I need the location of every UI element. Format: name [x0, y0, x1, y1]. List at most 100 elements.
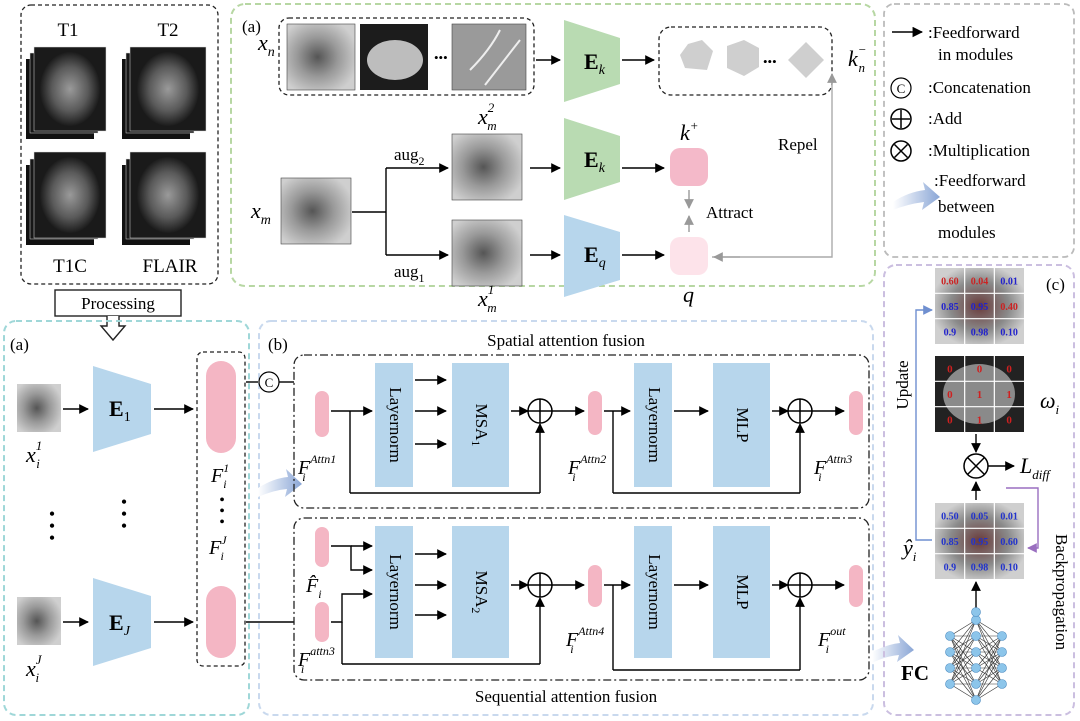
spatial-fusion-frame	[293, 354, 870, 509]
top-grid-cell: 0.95	[971, 302, 989, 313]
x-n-label: xn	[257, 30, 275, 60]
concat-node-letter: C	[265, 375, 274, 390]
negative-patch-1	[286, 23, 356, 91]
input-patch-j	[17, 597, 61, 645]
legend-frame	[883, 3, 1075, 258]
encoder-j	[93, 578, 151, 666]
bottom-grid-cell: 0.01	[1000, 512, 1018, 523]
L-diff-label: Ldiff	[1019, 453, 1052, 482]
fc-label: FC	[901, 661, 929, 685]
fc-neuron	[945, 631, 955, 641]
mlp-2-label: MLP	[733, 575, 752, 610]
msa-2	[452, 526, 509, 658]
bottom-grid-cell: 0.85	[941, 537, 959, 548]
top-grid-cell: 0.98	[971, 327, 989, 338]
fusion-panel-label: (b)	[268, 335, 288, 354]
fusion-panel: (b) Spatial attention fusion Sequential …	[246, 320, 914, 716]
concat-icon-letter: C	[897, 81, 906, 96]
fc-neuron	[945, 647, 955, 657]
aug2-label: aug2	[394, 145, 425, 168]
flair-label: FLAIR	[143, 256, 198, 277]
top-grid-cell: 0.01	[1000, 277, 1018, 288]
positive-key-box	[670, 148, 708, 186]
dots-2a: •	[121, 492, 127, 512]
fc-neuron	[971, 631, 981, 641]
top-grid-heatmap	[935, 268, 1024, 344]
negative-key-diamond	[788, 42, 824, 78]
encoder-q	[564, 215, 620, 297]
fc-neuron	[997, 663, 1007, 673]
anchor-patch	[280, 177, 352, 245]
negative-patch-2-tissue	[367, 40, 423, 80]
spatial-title: Spatial attention fusion	[487, 331, 645, 350]
fc-neuron	[997, 647, 1007, 657]
aug1-label: aug1	[394, 262, 425, 285]
x-m-label: xm	[250, 198, 271, 228]
mri-modalities: T1 T2 T1C FLAIR Processing	[20, 4, 219, 342]
dots-1b: •	[49, 516, 55, 536]
encoder-k-mid-label: Ek	[584, 147, 606, 176]
mid-grid-cell: 0	[1006, 364, 1012, 376]
legend-feedforward-in-2: in modules	[938, 45, 1013, 64]
encoder-k-top	[564, 20, 620, 102]
fc-neuron	[997, 679, 1007, 689]
t2-brain-image	[137, 52, 199, 126]
legend-feedforward-in-1: :Feedforward	[928, 23, 1020, 42]
legend-feedforward-between-2: between	[938, 197, 995, 216]
flair-stack	[122, 151, 207, 245]
t1-stack	[26, 46, 107, 139]
t1c-stack	[26, 151, 107, 245]
top-grid-cell: 0.04	[971, 277, 989, 288]
gradient-panel-label: (c)	[1046, 275, 1065, 294]
mri-frame	[20, 4, 219, 285]
legend-feedforward-between-1: :Feedforward	[934, 171, 1026, 190]
negative-key-pentagon	[680, 40, 713, 70]
bottom-grid-cell: 0.9	[944, 562, 957, 573]
mlp-1	[713, 363, 770, 487]
processing-label: Processing	[81, 294, 155, 313]
update-label: Update	[893, 360, 912, 409]
attract-label: Attract	[706, 203, 753, 222]
backprop-arrow	[1006, 487, 1039, 553]
feedforward-arrow-to-fc	[872, 635, 914, 663]
fc-network	[945, 607, 1007, 705]
legend-mult: :Multiplication	[928, 141, 1030, 160]
mid-grid-tissue	[943, 364, 1015, 424]
update-arrow	[915, 305, 933, 541]
t1c-brain-image	[40, 157, 100, 233]
fc-neuron	[971, 615, 981, 625]
k-pos-label: k+	[680, 118, 699, 145]
sequential-fusion-frame	[293, 517, 870, 681]
y-hat-label: ŷi	[901, 535, 917, 564]
fc-neuron	[971, 695, 981, 705]
sequential-title: Sequential attention fusion	[475, 687, 658, 706]
augmented-patch-2	[451, 133, 523, 201]
feature-1	[206, 361, 236, 453]
t1-brain-image	[40, 52, 100, 126]
backprop-label: Backpropagation	[1052, 534, 1071, 651]
encoder-k-top-label: Ek	[584, 49, 606, 78]
encoder-j-label: EJ	[109, 610, 131, 639]
dots-3c: •	[219, 514, 225, 531]
bottom-grid-cell: 0.10	[1000, 562, 1018, 573]
processing-arrow	[99, 316, 127, 342]
layernorm-3-label: Layernorm	[386, 554, 405, 630]
layernorm-2-label: Layernorm	[645, 387, 664, 463]
mlp-2	[713, 526, 770, 658]
top-grid-cell: 0.60	[941, 277, 959, 288]
fc-neuron	[945, 663, 955, 673]
mid-grid-cell: 1	[1006, 389, 1012, 401]
legend-feedforward-between-3: modules	[938, 223, 996, 242]
